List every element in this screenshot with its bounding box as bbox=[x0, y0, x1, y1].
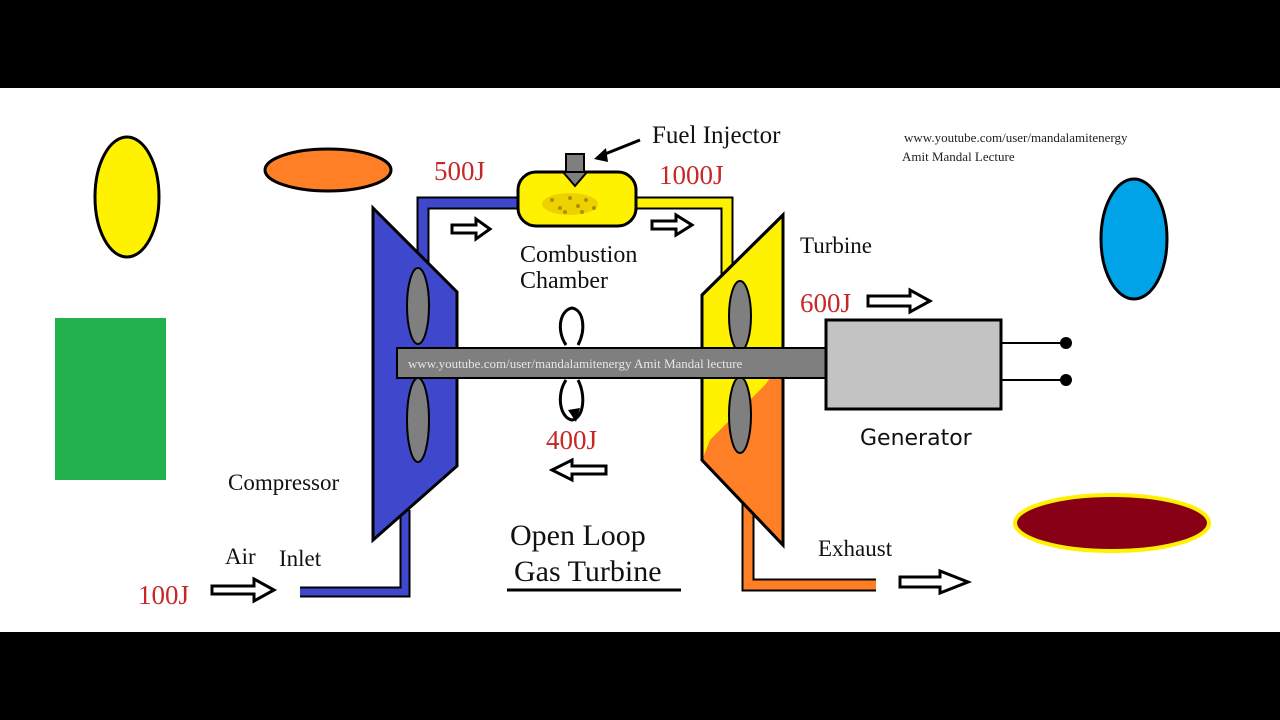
turbine-inlet-pipe bbox=[636, 198, 732, 280]
rotation-arc-lower bbox=[558, 379, 585, 422]
generator-terminal-2 bbox=[1060, 374, 1072, 386]
blue-ellipse bbox=[1099, 177, 1169, 301]
energy-combustion-out: 1000J bbox=[659, 160, 724, 190]
label-air: Air bbox=[225, 544, 256, 569]
green-rectangle bbox=[55, 318, 166, 480]
flow-arrow-turbine-out bbox=[866, 287, 934, 315]
flow-arrow-combustion-out bbox=[650, 212, 695, 238]
label-compressor: Compressor bbox=[228, 470, 340, 495]
fuel-injector-pointer-head bbox=[594, 148, 608, 162]
bottom-letterbox bbox=[0, 632, 1280, 720]
flow-arrow-air-in bbox=[210, 576, 278, 604]
fuel-injector-body bbox=[565, 153, 585, 173]
label-turbine: Turbine bbox=[800, 233, 872, 258]
darkred-ellipse bbox=[1013, 493, 1211, 553]
rotation-arrowhead bbox=[568, 408, 580, 422]
flow-arrow-compressor-out bbox=[450, 216, 493, 242]
inlet-pipe bbox=[300, 510, 409, 596]
label-fuel-injector: Fuel Injector bbox=[652, 122, 781, 149]
label-combustion-line1: Combustion bbox=[520, 242, 637, 268]
energy-air-in: 100J bbox=[138, 580, 189, 610]
shaft-watermark: www.youtube.com/user/mandalamitenergy Am… bbox=[408, 356, 743, 371]
watermark-author: Amit Mandal Lecture bbox=[902, 149, 1015, 164]
label-inlet: Inlet bbox=[279, 546, 322, 571]
generator-terminal-1 bbox=[1060, 337, 1072, 349]
top-letterbox bbox=[0, 0, 1280, 88]
orange-ellipse bbox=[263, 147, 393, 193]
title-line1: Open Loop bbox=[510, 519, 646, 552]
generator-body bbox=[824, 318, 1003, 411]
label-combustion-line2: Chamber bbox=[520, 268, 608, 294]
turbine-blade-upper bbox=[728, 280, 752, 352]
energy-turbine-out: 600J bbox=[800, 288, 851, 318]
label-exhaust: Exhaust bbox=[818, 536, 893, 561]
flow-arrow-exhaust bbox=[898, 568, 973, 596]
turbine-body-outline bbox=[700, 211, 785, 549]
exhaust-pipe bbox=[743, 500, 876, 590]
energy-compressor-out: 500J bbox=[434, 156, 485, 186]
watermark-url: www.youtube.com/user/mandalamitenergy bbox=[904, 130, 1128, 145]
compressor-blade-upper bbox=[406, 267, 430, 345]
combustion-flame-speckle bbox=[542, 193, 598, 215]
turbine-blade-lower bbox=[728, 376, 752, 454]
fuel-injector-nozzle bbox=[560, 171, 590, 188]
flow-arrow-shaft-return bbox=[548, 457, 608, 483]
rotation-arc-upper bbox=[558, 306, 585, 346]
compressor-blade-lower bbox=[406, 377, 430, 463]
energy-shaft-return: 400J bbox=[546, 425, 597, 455]
title-line2: Gas Turbine bbox=[514, 555, 662, 588]
yellow-ellipse bbox=[93, 135, 161, 259]
label-generator: Generator bbox=[860, 426, 973, 451]
